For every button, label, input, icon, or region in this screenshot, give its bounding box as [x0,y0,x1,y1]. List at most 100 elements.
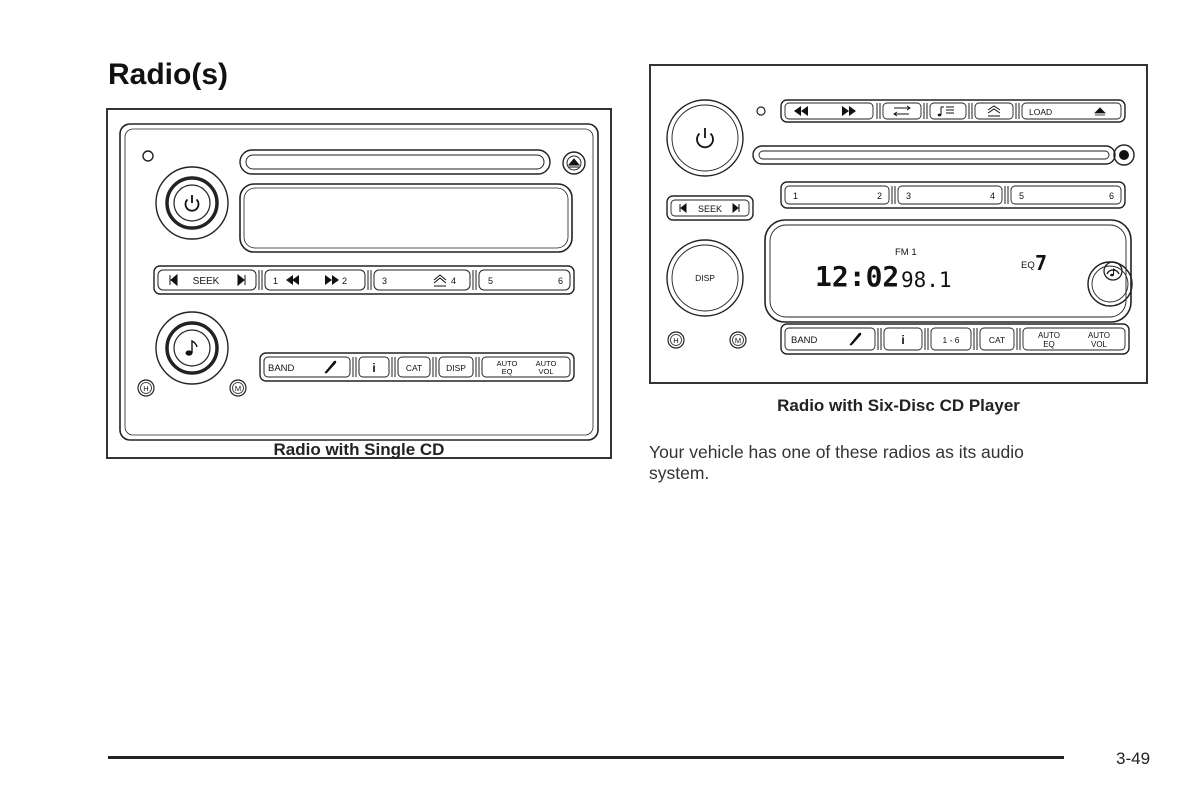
seek-button[interactable]: SEEK [157,269,257,291]
auto-vol-label-1: AUTO [1088,331,1110,340]
h-button[interactable]: H [137,379,155,397]
preset-3-4-button[interactable]: 3 4 [373,269,471,291]
preset-1-2-button[interactable]: 1 2 [264,269,366,291]
info-button[interactable]: i [883,327,923,351]
auto-eq-vol-button[interactable]: AUTO EQ AUTO VOL [1022,327,1126,351]
preset-4-label: 4 [990,191,995,201]
rewind-icon [794,106,808,116]
display-frequency: 98.1 [901,268,952,292]
band-label: BAND [791,335,818,346]
auto-vol-label-1: AUTO [536,359,557,368]
figure-single-cd: SEEK 1 2 3 4 5 6 [106,108,612,459]
cd-slot-light [1113,144,1135,166]
pen-icon [849,332,862,346]
display-band: FM 1 [895,247,917,258]
repeat-button[interactable] [882,102,922,120]
preset-3-label: 3 [906,191,911,201]
auto-eq-label-1: AUTO [497,359,518,368]
figure-six-disc: LOAD SEEK 1 2 3 4 [649,64,1148,384]
random-button[interactable] [929,102,967,120]
m-label: M [735,336,741,345]
caption-single-cd: Radio with Single CD [273,440,445,459]
preset-5-6-button[interactable]: 5 6 [1010,185,1122,205]
body-paragraph: Your vehicle has one of these radios as … [649,442,1024,483]
disp-knob[interactable]: DISP [666,239,744,317]
band-button[interactable]: BAND [263,356,351,378]
preset-6-label: 6 [558,276,563,286]
radio-single-cd-illustration: SEEK 1 2 3 4 5 6 [119,123,599,441]
repeat-icon [893,105,911,117]
disp-label: DISP [446,363,466,373]
h-label: H [673,336,678,345]
eject-icon [567,158,581,168]
random-icon [940,106,954,115]
tune-knob[interactable] [155,311,229,385]
auto-eq-label-2: EQ [1043,340,1055,349]
power-icon [184,195,200,212]
auto-eq-vol-button[interactable]: AUTO EQ AUTO VOL [481,356,571,378]
tune-knob[interactable] [1087,261,1133,307]
page-number: 3-49 [1116,749,1151,768]
cat-label: CAT [406,363,422,373]
preset-3-label: 3 [382,276,387,286]
h-button[interactable]: H [667,331,685,349]
seek-label: SEEK [193,276,220,287]
m-label: M [235,384,241,393]
disp-label: DISP [695,273,715,283]
scan-button[interactable] [974,102,1014,120]
disc-range-button[interactable]: 1 - 6 [930,327,972,351]
preset-1-label: 1 [793,191,798,201]
auto-vol-label-2: VOL [1091,340,1108,349]
preset-5-6-button[interactable]: 5 6 [478,269,571,291]
load-eject-button[interactable]: LOAD [1021,102,1122,120]
preset-1-2-button[interactable]: 1 2 [784,185,890,205]
band-button[interactable]: BAND [784,327,876,351]
cat-button[interactable]: CAT [979,327,1015,351]
auto-eq-label-1: AUTO [1038,331,1060,340]
fast-forward-icon [325,275,339,285]
seek-button[interactable]: SEEK [666,195,754,221]
preset-2-label: 2 [342,276,347,286]
preset-6-label: 6 [1109,191,1114,201]
eject-button[interactable] [562,151,586,175]
band-label: BAND [268,363,295,374]
scan-icon [433,274,447,287]
display-clock: 12:02 [815,260,899,293]
rewind-ff-button[interactable] [784,102,874,120]
preset-5-label: 5 [488,276,493,286]
display-window [239,183,573,253]
auto-eq-label-2: EQ [502,367,513,376]
eject-icon [1094,107,1106,116]
m-button[interactable]: M [229,379,247,397]
page-title: Radio(s) [108,58,228,91]
auto-vol-label-2: VOL [538,367,553,376]
seek-label: SEEK [698,204,722,214]
seek-forward-icon [237,273,246,287]
preset-4-label: 4 [451,276,456,286]
m-button[interactable]: M [729,331,747,349]
fast-forward-icon [842,106,856,116]
preset-3-4-button[interactable]: 3 4 [897,185,1003,205]
info-button[interactable]: i [358,356,390,378]
display-eq-label: EQ [1021,260,1035,271]
caption-six-disc: Radio with Six-Disc CD Player [777,396,1020,415]
power-volume-knob[interactable] [155,166,229,240]
info-label: i [901,333,904,347]
disc-range-label: 1 - 6 [942,335,959,345]
display-eq-value: 7 [1035,251,1047,275]
preset-1-label: 1 [273,276,278,286]
cat-button[interactable]: CAT [397,356,431,378]
rewind-icon [286,275,299,285]
seek-back-icon [679,202,687,214]
seek-back-icon [169,273,178,287]
preset-2-label: 2 [877,191,882,201]
indicator-led [756,106,766,116]
power-icon [696,128,714,149]
preset-5-label: 5 [1019,191,1024,201]
disp-button[interactable]: DISP [438,356,474,378]
info-label: i [372,361,375,375]
h-label: H [143,384,148,393]
music-note-icon [185,339,198,356]
cd-slot [752,145,1116,165]
power-button[interactable] [666,99,744,177]
